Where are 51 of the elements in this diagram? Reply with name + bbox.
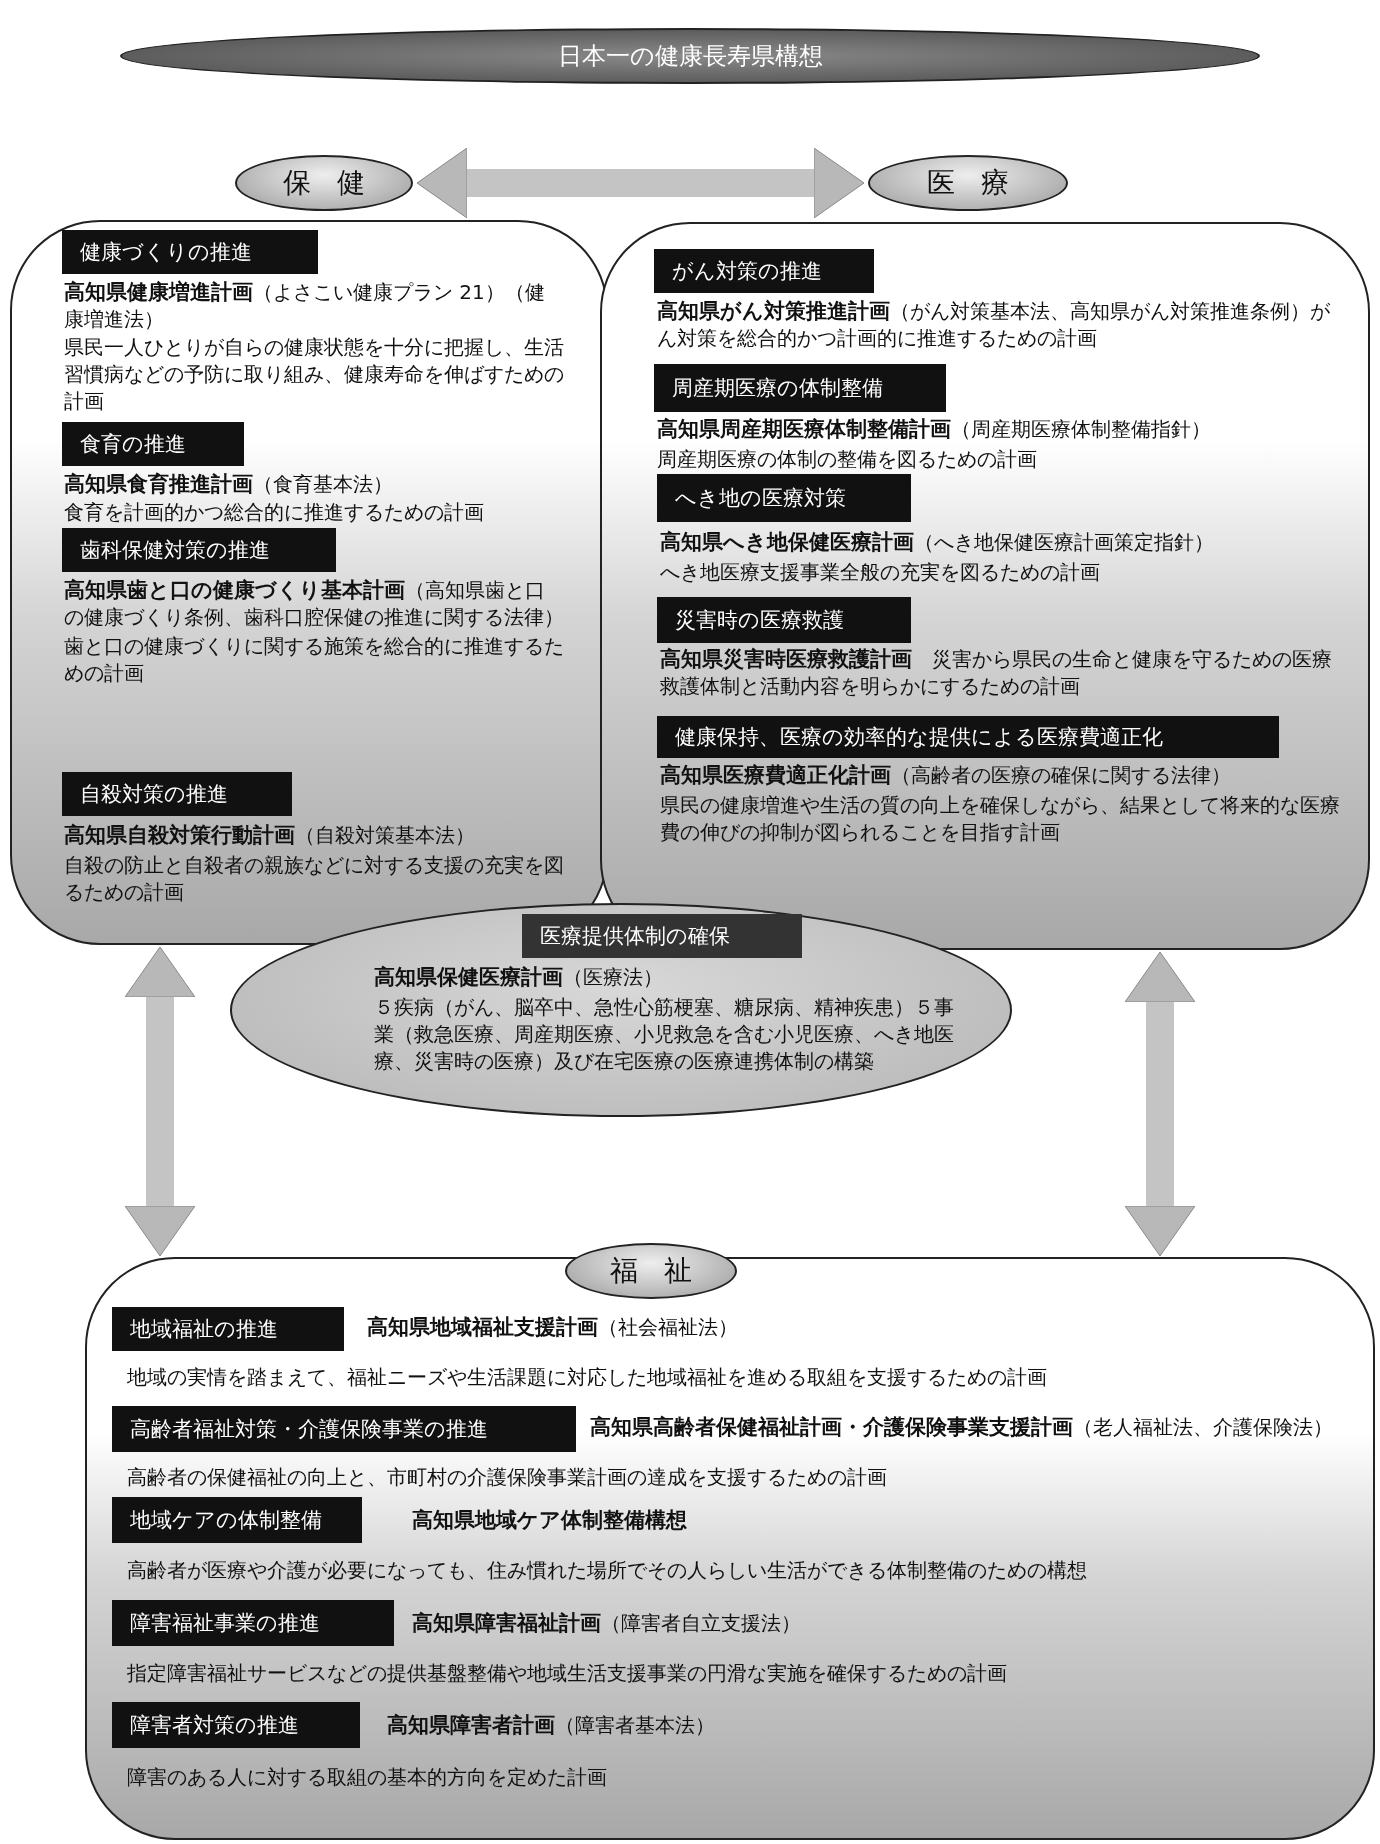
- category-oval: 保健: [235, 155, 413, 211]
- plan-text: 高知県歯と口の健康づくり基本計画（高知県歯と口の健康づくり条例、歯科口腔保健の推進に関する法律）: [64, 577, 564, 631]
- description-text: ５疾病（がん、脳卒中、急性心筋梗塞、糖尿病、精神疾患）５事業（救急医療、周産期医療、小児救急を含む小児医療、へき地医療、災害時の医療）及び在宅医療の医療連携体制の構築: [374, 994, 955, 1075]
- double-arrow: [416, 147, 865, 219]
- description-text: 高齢者が医療や介護が必要になっても、住み慣れた場所でその人らしい生活ができる体制整備のための構想: [127, 1557, 1088, 1584]
- description-text: 地域の実情を踏まえて、福祉ニーズや生活課題に対応した地域福祉を進める取組を支援するための計画: [127, 1364, 1048, 1391]
- heading-box: 高齢者福祉対策・介護保険事業の推進: [112, 1406, 576, 1452]
- double-arrow: [1124, 951, 1196, 1257]
- heading-box: 障害者対策の推進: [112, 1702, 360, 1748]
- plan-text: 高知県へき地保健医療計画（へき地保健医療計画策定指針）: [660, 529, 1215, 556]
- plan-text: 高知県地域福祉支援計画（社会福祉法）: [367, 1314, 739, 1341]
- plan-text: 高知県障害福祉計画（障害者自立支援法）: [412, 1610, 802, 1637]
- heading-box: 災害時の医療救護: [657, 597, 911, 643]
- title-oval: 日本一の健康長寿県構想: [120, 28, 1260, 84]
- description-text: 障害のある人に対する取組の基本的方向を定めた計画: [127, 1764, 608, 1791]
- plan-text: 高知県災害時医療救護計画 災害から県民の生命と健康を守るための医療救護体制と活動内容を明らかにするための計画: [660, 646, 1333, 700]
- heading-box: 健康づくりの推進: [62, 230, 318, 274]
- plan-text: 高知県健康増進計画（よさこい健康プラン 21）（健康増進法）: [64, 279, 546, 333]
- plan-text: 高知県障害者計画（障害者基本法）: [387, 1712, 716, 1739]
- heading-box: 健康保持、医療の効率的な提供による医療費適正化: [657, 716, 1279, 758]
- heading-box: 障害福祉事業の推進: [112, 1600, 394, 1646]
- description-text: へき地医療支援事業全般の充実を図るための計画: [660, 559, 1101, 586]
- plan-text: 高知県保健医療計画（医療法）: [374, 964, 664, 991]
- heading-box: 周産期医療の体制整備: [654, 364, 946, 412]
- plan-text: 高知県自殺対策行動計画（自殺対策基本法）: [64, 822, 476, 849]
- heading-box: 地域ケアの体制整備: [112, 1497, 362, 1543]
- heading-box: へき地の医療対策: [657, 474, 911, 522]
- plan-text: 高知県がん対策推進計画（がん対策基本法、高知県がん対策推進条例）がん対策を総合的かつ計画的に推進するための計画: [657, 298, 1331, 352]
- description-text: 県民一人ひとりが自らの健康状態を十分に把握し、生活習慣病などの予防に取り組み、健康寿命を伸ばすための計画: [64, 334, 564, 415]
- plan-text: 高知県周産期医療体制整備計画（周産期医療体制整備指針）: [657, 416, 1212, 443]
- description-text: 県民の健康増進や生活の質の向上を確保しながら、結果として将来的な医療費の伸びの抑制が図られることを目指す計画: [660, 792, 1341, 846]
- plan-text: 高知県高齢者保健福祉計画・介護保険事業支援計画（老人福祉法、介護保険法）: [590, 1414, 1334, 1441]
- double-arrow: [124, 946, 196, 1257]
- description-text: 自殺の防止と自殺者の親族などに対する支援の充実を図るための計画: [64, 852, 564, 906]
- description-text: 周産期医療の体制の整備を図るための計画: [657, 446, 1038, 473]
- plan-text: 高知県医療費適正化計画（高齢者の医療の確保に関する法律）: [660, 762, 1232, 789]
- plan-text: 高知県食育推進計画（食育基本法）: [64, 471, 394, 498]
- category-oval: 福祉: [565, 1243, 737, 1299]
- description-text: 歯と口の健康づくりに関する施策を総合的に推進するための計画: [64, 633, 564, 687]
- rounded-panel: [85, 1257, 1375, 1840]
- heading-box: 地域福祉の推進: [112, 1307, 344, 1351]
- heading-box: 医療提供体制の確保: [522, 914, 802, 958]
- heading-box: 歯科保健対策の推進: [62, 528, 336, 572]
- heading-box: 自殺対策の推進: [62, 772, 292, 816]
- category-oval: 医療: [868, 155, 1068, 211]
- heading-box: 食育の推進: [62, 422, 244, 466]
- description-text: 指定障害福祉サービスなどの提供基盤整備や地域生活支援事業の円滑な実施を確保するための計画: [127, 1660, 1008, 1687]
- plan-text: 高知県地域ケア体制整備構想: [412, 1507, 688, 1534]
- heading-box: がん対策の推進: [654, 249, 874, 293]
- description-text: 食育を計画的かつ総合的に推進するための計画: [64, 499, 485, 526]
- description-text: 高齢者の保健福祉の向上と、市町村の介護保険事業計画の達成を支援するための計画: [127, 1464, 888, 1491]
